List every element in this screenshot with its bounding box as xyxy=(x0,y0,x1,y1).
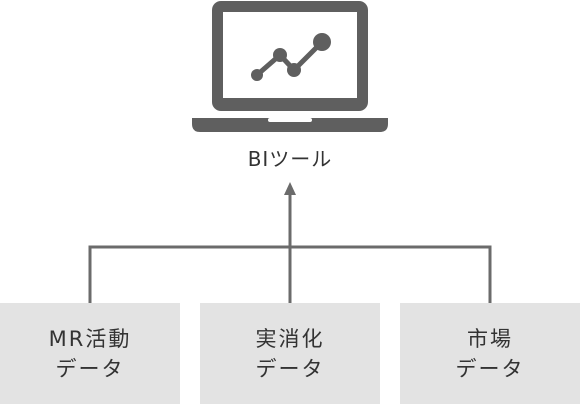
chart-line xyxy=(254,39,325,78)
source-box-mr-activity: MR活動 データ xyxy=(0,303,180,404)
source-label: MR活動 データ xyxy=(49,324,132,384)
chart-point xyxy=(287,63,301,77)
source-label-line1: MR活動 xyxy=(48,326,132,351)
source-label: 実消化 データ xyxy=(256,324,325,384)
source-label-line2: データ xyxy=(455,356,525,381)
source-label-line2: データ xyxy=(55,356,125,381)
bi-tool-label: BIツール xyxy=(247,147,333,171)
source-box-market: 市場 データ xyxy=(400,303,580,404)
source-box-actual-consumption: 実消化 データ xyxy=(200,303,380,404)
chart-point xyxy=(273,48,287,62)
laptop-chart-icon xyxy=(192,1,388,132)
source-label-line1: 実消化 xyxy=(255,326,325,351)
chart-point xyxy=(251,69,263,81)
laptop-notch xyxy=(268,118,312,122)
source-label-line1: 市場 xyxy=(467,326,513,351)
chart-point xyxy=(313,33,331,51)
laptop-base xyxy=(192,118,388,132)
source-label: 市場 データ xyxy=(456,324,525,384)
source-label-line2: データ xyxy=(255,356,325,381)
laptop-screen xyxy=(223,12,357,98)
arrow-head-icon xyxy=(284,182,296,195)
